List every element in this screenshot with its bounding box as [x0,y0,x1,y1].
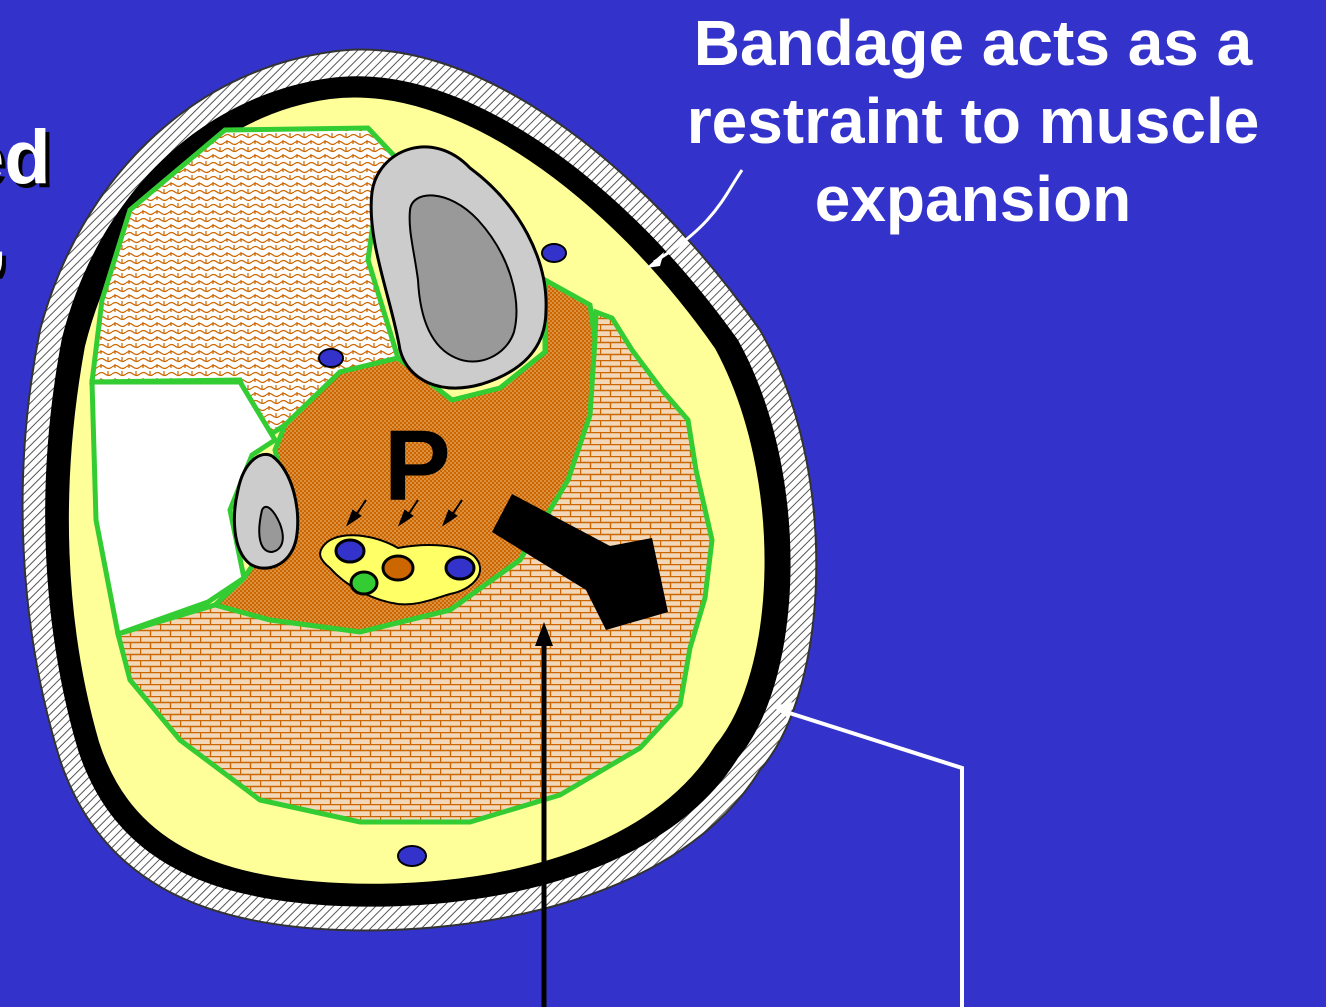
compartment-label: P [384,416,451,516]
caption-line-1: Bandage acts as a [620,4,1326,82]
vein-2 [446,557,474,579]
title-fragment-2: , [0,200,7,276]
superficial-vein-top [542,244,566,262]
artery [383,556,413,580]
caption-line-3: expansion [620,160,1326,238]
bandage-caption: Bandage acts as a restraint to muscle ex… [620,4,1326,238]
title-fragment-1: ed [0,120,51,196]
bandage-leader-line [780,710,962,1007]
vein-1 [336,540,364,562]
caption-line-2: restraint to muscle [620,82,1326,160]
nerve [351,572,377,594]
superficial-vein-bottom [398,846,426,866]
superficial-vein-left [319,349,343,367]
